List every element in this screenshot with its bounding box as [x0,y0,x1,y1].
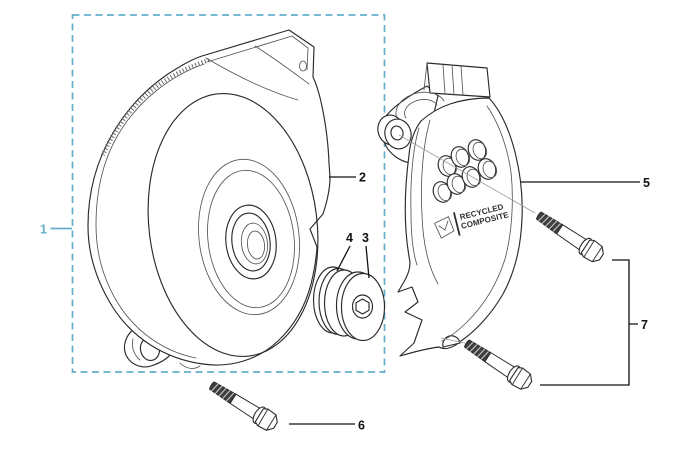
vent-hole [461,166,482,188]
starter-clip-ribs [423,62,464,96]
cover-ring-inner [207,169,295,309]
starter-dome [395,91,445,121]
callout-1-label: 1 [40,223,47,237]
cover-ring-outer [198,158,300,316]
bolt-axis-line-lower [440,337,466,344]
cover-face-rim [147,93,319,357]
bolt-item-7-lower [460,334,536,394]
bolt-item-6 [205,376,282,435]
bolt-item-7-upper [532,206,608,266]
callout-2-label: 2 [359,171,366,185]
callout-4-label: 4 [346,231,353,245]
starter-top-clip [426,62,491,98]
vent-holes [432,139,498,203]
starter-inner-right [441,105,513,342]
callout-7-bracket [540,259,638,386]
cover-ear-line [131,338,141,361]
washer-drum-part [312,266,386,342]
callout-5-label: 5 [643,176,650,190]
vent-hole [450,146,471,168]
starter-cover-part: RECYCLED COMPOSITE [377,62,523,357]
cover-hub-mid [231,212,271,272]
cover-bracket-hole [299,60,307,72]
drum-hub [351,294,374,319]
cover-bracket-lines [205,35,310,101]
cover-part [87,29,331,369]
callout-4-leader [336,245,351,272]
cover-outline [87,29,331,366]
cover-hub-inner [240,222,269,265]
starter-inner-mid [420,119,439,285]
callout-7-label: 7 [641,318,648,332]
vent-hole [467,139,488,161]
drum-hex-bore [355,298,370,315]
bolt-axis-line-upper [398,134,536,214]
cover-hub-outer [225,204,277,280]
callout-3-label: 3 [362,231,369,245]
cover-rim-inner-line [95,63,205,359]
vent-hole [477,158,498,180]
cover-bottom-notch [179,362,201,369]
cover-hub-bore [246,230,266,260]
assembly-group-box [71,14,386,373]
starter-boss-hole [390,125,404,141]
starter-inner-left [410,127,420,266]
recycled-composite-logo-icon [434,216,455,239]
stamp-divider [453,212,461,236]
callout-3-leader [365,245,370,279]
callout-6-label: 6 [358,419,365,433]
